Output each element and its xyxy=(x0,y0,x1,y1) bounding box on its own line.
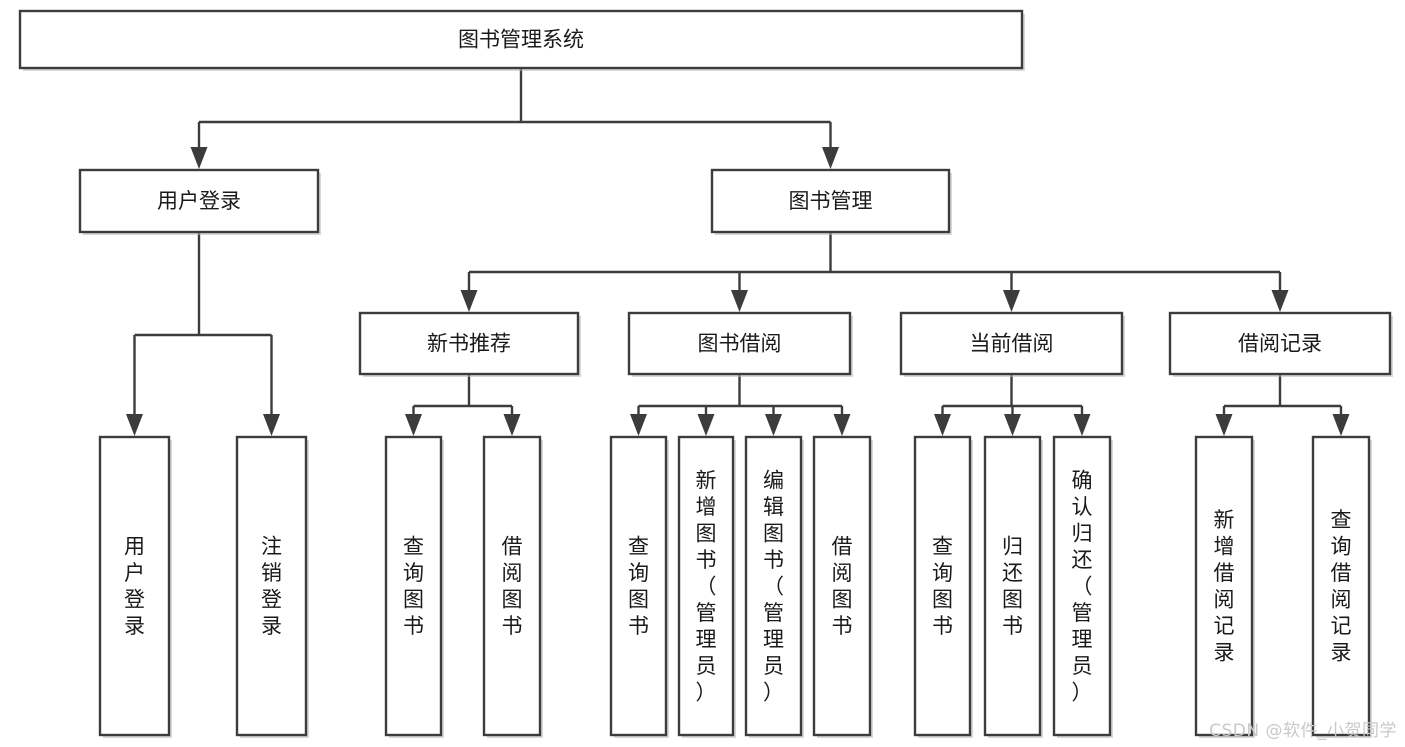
node-label: 当前借阅 xyxy=(970,332,1054,356)
diagram-node-current-borrow[interactable]: 当前借阅 xyxy=(899,311,1125,377)
node-rect[interactable] xyxy=(899,311,1124,376)
node-rect[interactable] xyxy=(627,311,852,376)
connector-group-book-manage xyxy=(460,232,1289,312)
node-label: 借阅记录 xyxy=(1238,332,1322,356)
connector-group-book-borrow xyxy=(630,374,851,436)
node-label: 新增图书（管理员） xyxy=(696,468,717,704)
connector-group-new-book-recommend xyxy=(405,374,521,436)
diagram-node-borrow-edit-book[interactable]: 编辑图书（管理员） xyxy=(744,435,804,738)
node-label: 新书推荐 xyxy=(427,332,511,356)
arrow-head-icon xyxy=(765,414,782,436)
arrow-head-icon xyxy=(460,290,478,312)
diagram-node-record-query[interactable]: 查询借阅记录 xyxy=(1311,435,1372,738)
arrow-head-icon xyxy=(503,414,521,436)
arrow-head-icon xyxy=(126,414,143,436)
node-rect[interactable] xyxy=(983,435,1042,737)
node-label: 编辑图书（管理员） xyxy=(763,468,784,704)
node-label: 借阅图书 xyxy=(832,535,853,639)
diagram-node-rec-query-book[interactable]: 查询图书 xyxy=(384,435,444,738)
node-label: 图书管理系统 xyxy=(458,28,584,52)
connector-group-root xyxy=(190,68,839,169)
diagram-node-book-borrow[interactable]: 图书借阅 xyxy=(627,311,853,377)
node-rect[interactable] xyxy=(609,435,668,737)
diagram-node-borrow-borrow-book[interactable]: 借阅图书 xyxy=(812,435,873,738)
diagram-node-root[interactable]: 图书管理系统 xyxy=(18,9,1025,71)
connector-layer xyxy=(126,68,1350,436)
node-label: 用户登录 xyxy=(124,535,145,639)
arrow-head-icon xyxy=(822,147,839,169)
arrow-head-icon xyxy=(263,414,280,436)
node-rect[interactable] xyxy=(1168,311,1392,376)
node-rect[interactable] xyxy=(384,435,443,737)
arrow-head-icon xyxy=(1332,414,1350,436)
node-label: 确认归还（管理员） xyxy=(1072,468,1093,704)
diagram-node-user-login[interactable]: 用户登录 xyxy=(78,168,321,235)
arrow-head-icon xyxy=(934,414,951,436)
node-label: 新增借阅记录 xyxy=(1214,508,1235,665)
diagram-node-user-login-action[interactable]: 用户登录 xyxy=(98,435,172,738)
node-label: 归还图书 xyxy=(1002,535,1023,639)
node-label: 查询图书 xyxy=(932,535,953,639)
node-rect[interactable] xyxy=(1194,435,1254,737)
connector-group-borrow-record xyxy=(1215,374,1350,436)
diagram-node-borrow-add-book[interactable]: 新增图书（管理员） xyxy=(677,435,736,738)
arrow-head-icon xyxy=(1215,414,1233,436)
node-rect[interactable] xyxy=(1311,435,1371,737)
arrow-head-icon xyxy=(405,414,422,436)
node-rect[interactable] xyxy=(1052,435,1112,737)
node-label: 查询借阅记录 xyxy=(1331,508,1352,665)
arrow-head-icon xyxy=(1003,290,1020,312)
node-rect[interactable] xyxy=(78,168,320,234)
arrow-head-icon xyxy=(1073,414,1091,436)
diagram-node-current-return-book[interactable]: 归还图书 xyxy=(983,435,1043,738)
arrow-head-icon xyxy=(697,414,715,436)
node-rect[interactable] xyxy=(18,9,1024,70)
node-label: 图书管理 xyxy=(789,189,873,213)
diagram-node-new-book-recommend[interactable]: 新书推荐 xyxy=(358,311,581,377)
connector-group-user-login xyxy=(126,232,280,436)
node-rect[interactable] xyxy=(710,168,951,234)
node-rect[interactable] xyxy=(358,311,580,376)
arrow-head-icon xyxy=(731,290,748,312)
node-layer: 图书管理系统用户登录图书管理用户登录注销登录新书推荐图书借阅当前借阅借阅记录查询… xyxy=(18,9,1393,738)
node-rect[interactable] xyxy=(235,435,308,737)
diagram-node-borrow-record[interactable]: 借阅记录 xyxy=(1168,311,1393,377)
node-rect[interactable] xyxy=(744,435,803,737)
arrow-head-icon xyxy=(190,147,208,169)
node-label: 图书借阅 xyxy=(698,332,782,356)
node-label: 查询图书 xyxy=(403,535,424,639)
diagram-node-book-manage[interactable]: 图书管理 xyxy=(710,168,952,235)
diagram-node-user-logout-action[interactable]: 注销登录 xyxy=(235,435,309,738)
connector-group-current-borrow xyxy=(934,374,1091,436)
node-label: 注销登录 xyxy=(261,535,282,639)
node-label: 查询图书 xyxy=(628,535,649,639)
node-rect[interactable] xyxy=(812,435,872,737)
diagram-node-record-add[interactable]: 新增借阅记录 xyxy=(1194,435,1255,738)
node-rect[interactable] xyxy=(98,435,171,737)
arrow-head-icon xyxy=(1271,290,1289,312)
arrow-head-icon xyxy=(1004,414,1021,436)
diagram-node-current-confirm-return[interactable]: 确认归还（管理员） xyxy=(1052,435,1113,738)
node-rect[interactable] xyxy=(913,435,972,737)
arrow-head-icon xyxy=(833,414,851,436)
watermark-label: CSDN @软件_小贺同学 xyxy=(1209,721,1397,741)
node-rect[interactable] xyxy=(677,435,735,737)
node-rect[interactable] xyxy=(482,435,542,737)
node-label: 借阅图书 xyxy=(502,535,523,639)
node-label: 用户登录 xyxy=(157,189,241,213)
diagram-node-borrow-query-book[interactable]: 查询图书 xyxy=(609,435,669,738)
arrow-head-icon xyxy=(630,414,647,436)
diagram-node-rec-borrow-book[interactable]: 借阅图书 xyxy=(482,435,543,738)
diagram-node-current-query-book[interactable]: 查询图书 xyxy=(913,435,973,738)
